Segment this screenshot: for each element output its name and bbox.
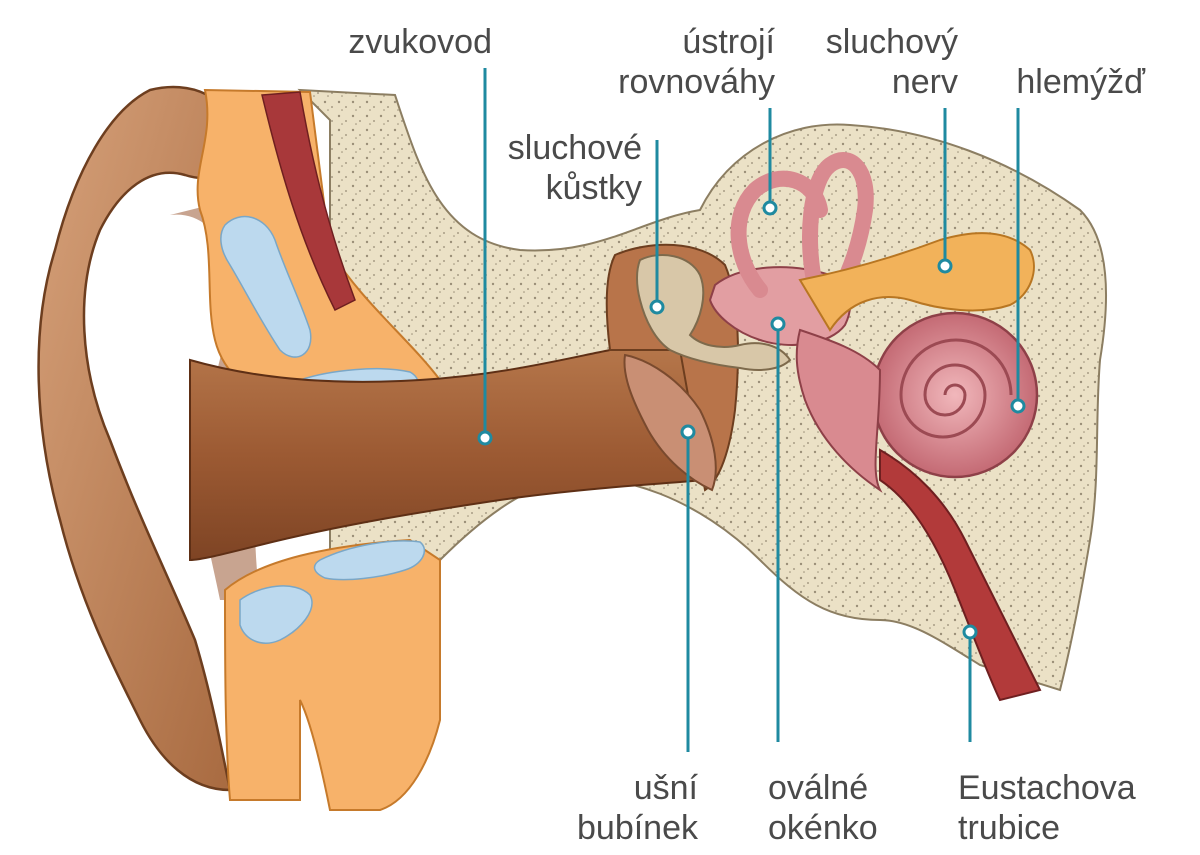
label-zvukovod: zvukovod <box>300 22 492 62</box>
dot-usni-bubinek <box>680 424 696 440</box>
semicircular-canal-2 <box>802 152 874 298</box>
muscle-strip <box>261 91 356 312</box>
dot-eustachova <box>962 624 978 640</box>
eustachian-tube <box>879 448 1042 702</box>
leader-dots <box>477 200 1026 640</box>
label-usni-bubinek: ušní bubínek <box>540 768 698 848</box>
label-sluchovy-nerv-line1: sluchový <box>825 23 958 61</box>
auditory-nerve <box>798 232 1035 332</box>
label-ustroji-line2: rovnováhy <box>618 63 775 101</box>
label-ovalne-okenko: oválné okénko <box>768 768 918 848</box>
label-zvukovod-line1: zvukovod <box>348 23 492 61</box>
dot-ovalne-okenko <box>770 316 786 332</box>
cartilage-lower <box>223 538 441 811</box>
label-ovalne-okenko-line2: okénko <box>768 809 878 847</box>
dot-sluchove-kustky <box>649 299 665 315</box>
vessel-lower-1 <box>313 540 426 581</box>
label-ustroji-rovnovahy: ústrojí rovnováhy <box>560 22 775 102</box>
inner-ear-body <box>795 328 883 493</box>
leader-lines <box>483 68 1020 752</box>
label-eustachova-line1: Eustachova <box>958 769 1136 807</box>
label-sluchovy-nerv: sluchový nerv <box>790 22 958 102</box>
label-sluchove-kustky-line1: sluchové <box>507 129 642 167</box>
dot-sluchovy-nerv <box>937 258 953 274</box>
dot-hlemyzd <box>1010 398 1026 414</box>
label-sluchove-kustky: sluchové kůstky <box>470 128 642 208</box>
cochlea-spiral <box>899 338 1013 439</box>
label-hlemyzd-line1: hlemýžď <box>1016 63 1145 101</box>
dot-zvukovod <box>477 430 493 446</box>
label-eustachova-line2: trubice <box>958 809 1061 847</box>
ossicles <box>636 254 792 371</box>
vessel-upper-1 <box>220 215 312 358</box>
dot-ustroji <box>762 200 778 216</box>
pinna <box>37 85 243 792</box>
label-ustroji-line1: ústrojí <box>682 23 775 61</box>
label-hlemyzd: hlemýžď <box>975 62 1145 102</box>
vessel-lower-2 <box>239 585 313 644</box>
label-sluchove-kustky-line2: kůstky <box>545 169 642 207</box>
label-usni-bubinek-line2: bubínek <box>577 809 698 847</box>
label-usni-bubinek-line1: ušní <box>633 769 698 807</box>
label-eustachova-trubice: Eustachova trubice <box>958 768 1158 848</box>
label-ovalne-okenko-line1: oválné <box>768 769 869 807</box>
eardrum-shape <box>623 353 717 492</box>
label-sluchovy-nerv-line2: nerv <box>891 63 958 101</box>
